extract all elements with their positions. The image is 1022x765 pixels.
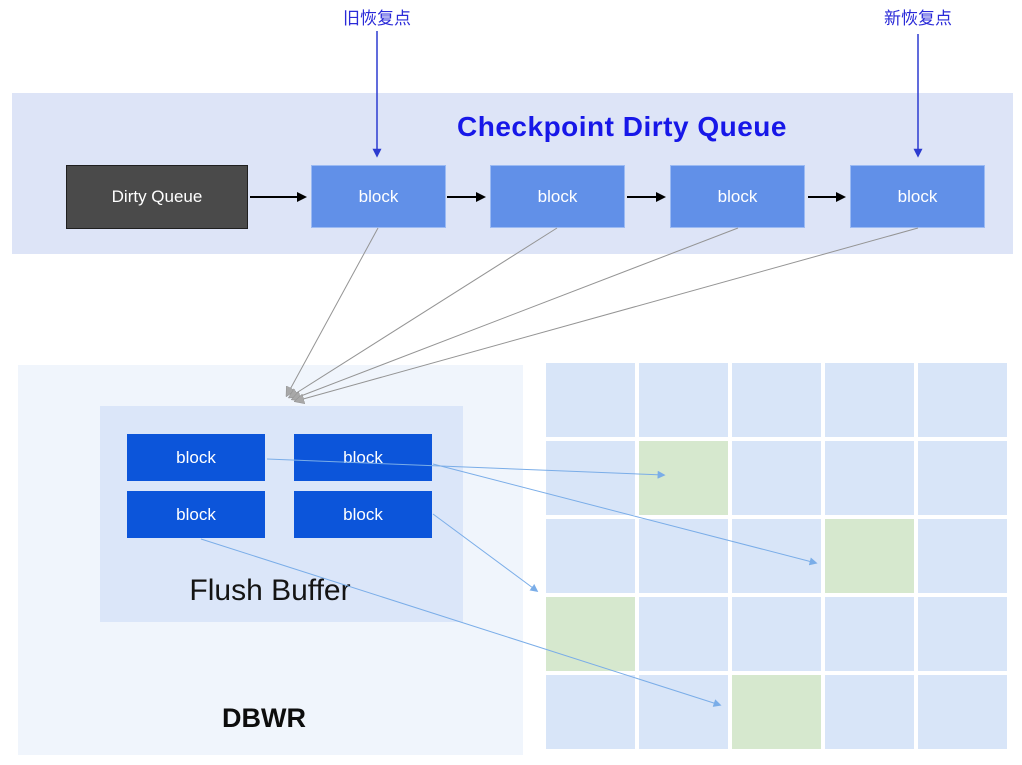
disk-cell <box>546 675 635 749</box>
disk-cell <box>918 597 1007 671</box>
queue-block-2: block <box>490 165 625 228</box>
disk-cell <box>732 363 821 437</box>
new-recovery-point-label: 新恢复点 <box>884 9 952 28</box>
flush-block-3: block <box>127 491 265 538</box>
panel-title: Checkpoint Dirty Queue <box>457 111 787 142</box>
disk-cell <box>732 441 821 515</box>
disk-cell <box>732 597 821 671</box>
disk-cell <box>639 597 728 671</box>
disk-cell <box>732 519 821 593</box>
disk-cell <box>546 519 635 593</box>
old-recovery-point-label: 旧恢复点 <box>343 9 411 28</box>
disk-cell-written <box>546 597 635 671</box>
queue-block-3: block <box>670 165 805 228</box>
flush-buffer-label: Flush Buffer <box>189 574 351 607</box>
disk-cell <box>546 441 635 515</box>
disk-cell-written <box>639 441 728 515</box>
queue-block-1: block <box>311 165 446 228</box>
flush-block-2: block <box>294 434 432 481</box>
disk-cell <box>918 363 1007 437</box>
disk-cell-written <box>732 675 821 749</box>
disk-cell <box>639 675 728 749</box>
disk-cell <box>918 675 1007 749</box>
disk-cell <box>825 675 914 749</box>
disk-cell <box>918 441 1007 515</box>
flush-block-4: block <box>294 491 432 538</box>
dirty-queue-head-box: Dirty Queue <box>66 165 248 229</box>
disk-cell <box>825 597 914 671</box>
disk-cell <box>918 519 1007 593</box>
queue-block-4: block <box>850 165 985 228</box>
dirty-queue-head-label: Dirty Queue <box>111 187 203 206</box>
dbwr-label: DBWR <box>222 703 306 733</box>
disk-cell-written <box>825 519 914 593</box>
disk-cell <box>639 519 728 593</box>
disk-cell <box>546 363 635 437</box>
flush-block-1: block <box>127 434 265 481</box>
disk-cell <box>639 363 728 437</box>
disk-cell <box>825 441 914 515</box>
disk-cell <box>825 363 914 437</box>
disk-grid <box>546 363 1007 749</box>
